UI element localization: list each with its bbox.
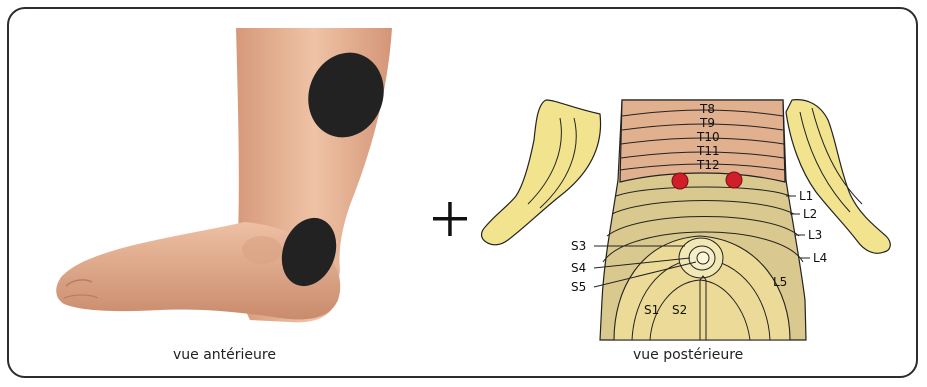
electrode-point-left	[672, 173, 688, 189]
label-t9: T9	[699, 116, 715, 130]
caption-anterior-view: vue antérieure	[173, 347, 276, 363]
label-s3: S3	[571, 239, 586, 253]
left-arm	[482, 100, 601, 245]
label-l2: L2	[803, 207, 817, 221]
label-t11: T11	[696, 144, 720, 158]
label-t10: T10	[696, 130, 720, 144]
electrode-point-right	[726, 172, 742, 188]
label-s4: S4	[571, 261, 586, 275]
label-s5: S5	[571, 280, 586, 294]
caption-posterior-view: vue postérieure	[633, 347, 743, 363]
label-t12: T12	[696, 158, 720, 172]
plus-icon	[433, 202, 467, 236]
label-l4: L4	[813, 251, 827, 265]
label-s2: S2	[672, 303, 687, 317]
label-t8: T8	[699, 102, 715, 116]
leg-illustration	[56, 28, 395, 322]
right-arm	[786, 100, 890, 254]
dermatome-map: T8 T9 T10 T11 T12 L1 L2 L3 L4 L5 S3 S4 S…	[482, 100, 891, 340]
label-l3: L3	[808, 228, 822, 242]
label-l1: L1	[799, 189, 813, 203]
label-l5: L5	[773, 275, 787, 289]
label-s1: S1	[644, 303, 659, 317]
